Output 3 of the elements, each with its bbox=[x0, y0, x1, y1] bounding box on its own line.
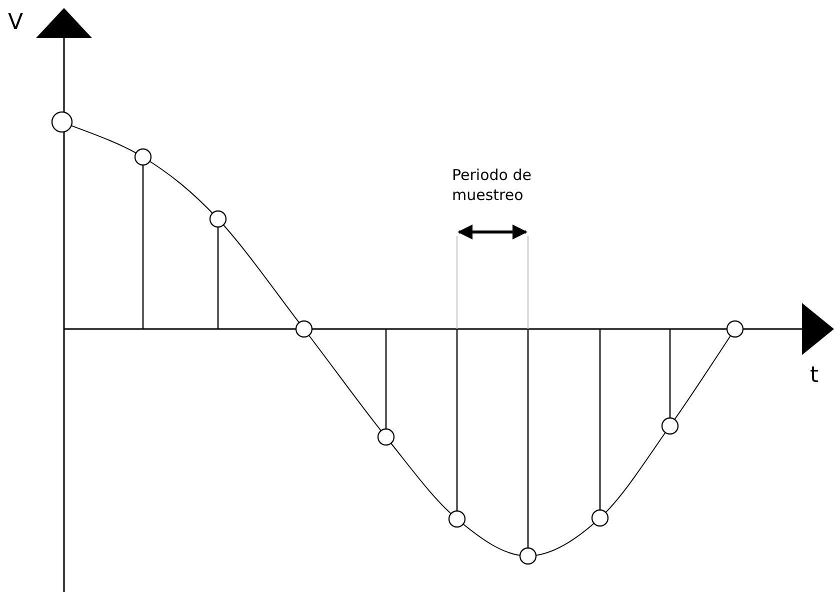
axis-label: t bbox=[810, 365, 819, 387]
axis-label: V bbox=[8, 12, 24, 34]
annotation-text: Periodo de muestreo bbox=[452, 166, 532, 205]
